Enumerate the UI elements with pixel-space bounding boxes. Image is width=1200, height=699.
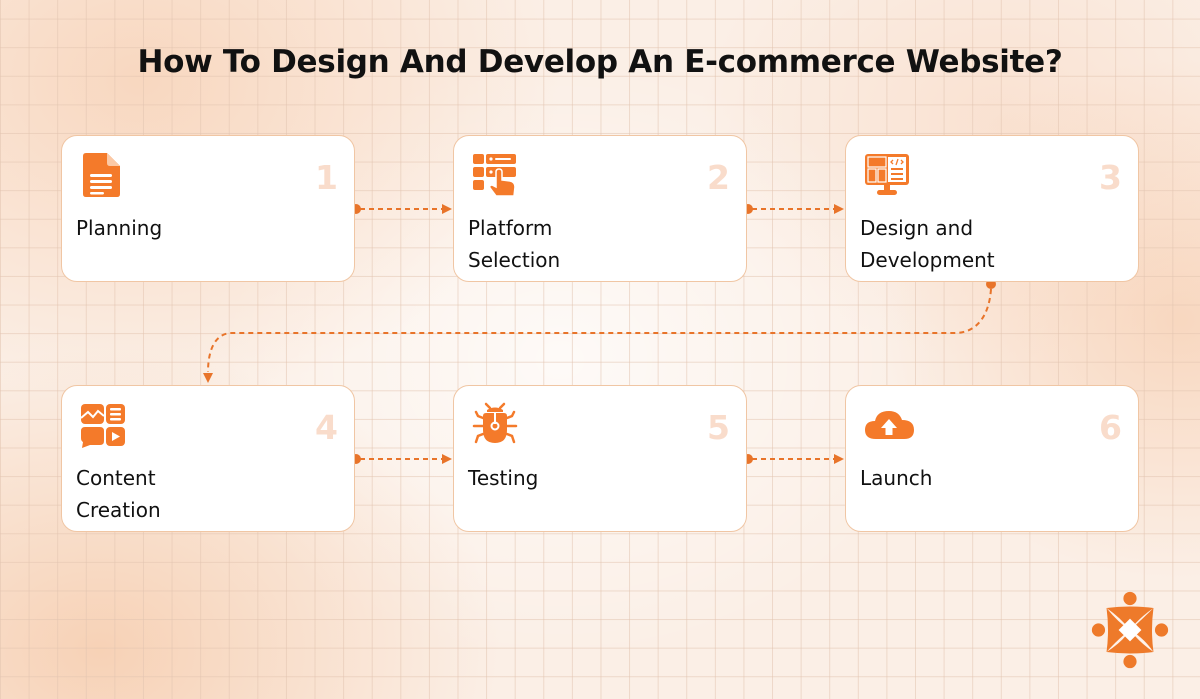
platform-select-icon	[473, 154, 516, 197]
step-number: 2	[707, 158, 730, 197]
step-card-testing: 5 Testing	[453, 385, 747, 532]
step-label: Content Creation	[76, 466, 161, 522]
step-number: 1	[315, 158, 338, 197]
step-card-platform-selection: 2 Platform Selection	[453, 135, 747, 282]
document-icon	[83, 153, 120, 197]
monitor-code-icon	[865, 154, 909, 195]
step-card-planning: 1 Planning	[61, 135, 355, 282]
step-card-content-creation: 4 Content Creation	[61, 385, 355, 532]
cloud-upload-icon	[865, 411, 914, 439]
step-label: Testing	[468, 466, 539, 490]
content-media-icon	[80, 404, 125, 448]
step-number: 6	[1099, 408, 1122, 447]
brand-logo-icon	[1091, 591, 1169, 669]
step-label: Launch	[860, 466, 933, 490]
step-label: Platform Selection	[468, 216, 561, 272]
step-card-design-development: 3 Design and Development	[845, 135, 1139, 282]
step-label: Planning	[76, 216, 163, 240]
step-label: Design and Development	[860, 216, 995, 272]
bug-icon	[472, 402, 518, 444]
step-number: 5	[707, 408, 730, 447]
page-title: How To Design And Develop An E-commerce …	[137, 44, 1063, 80]
step-number: 4	[315, 408, 338, 447]
step-card-launch: 6 Launch	[845, 385, 1139, 532]
step-number: 3	[1099, 158, 1122, 197]
